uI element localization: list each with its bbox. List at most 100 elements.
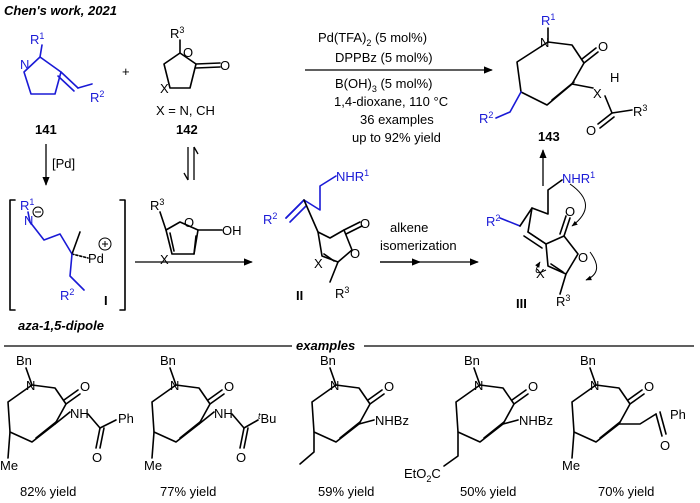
bn-ex5: Bn [580,353,596,368]
intermediate-number-I: I [104,293,108,308]
n-ex5: N [590,378,599,393]
n-atom-143: N [540,35,549,50]
example-3: Bn N O NHBz 59% yield [299,353,409,499]
negative-charge [32,206,44,218]
yield-ex5: 70% yield [598,484,654,499]
o-ex1: O [80,379,90,394]
n-ex2: N [170,378,179,393]
oh-group: OH [222,223,242,238]
tbu-ex2: tBu [258,411,276,426]
positive-charge [98,237,112,251]
equilibrium-arrows [183,146,199,181]
examples-count-text: 36 examples [360,112,434,127]
yield-ex3: 59% yield [318,484,374,499]
o-ring-III: O [578,250,588,265]
o2-atom-143: O [586,123,596,138]
example-1: Bn N O NH O Ph Me 82% yield [0,353,134,499]
o2-ex5: O [660,438,670,453]
n-anion: N [24,213,33,228]
me-ex1: Me [0,458,18,473]
compound-141: N R1 R2 141 [20,31,104,137]
o2-ex1: O [92,450,102,465]
o-enol-ring: O [184,215,194,230]
r1-label-I: R1 [20,197,34,213]
o-carbonyl-II: O [360,216,370,231]
n-atom: N [20,57,29,72]
catalyst-text: Pd(TFA)2 (5 mol%) [318,30,427,48]
r1-label: R1 [30,31,44,47]
pd-label: [Pd] [52,156,75,171]
nhbz-ex4: NHBz [519,413,553,428]
reaction-conditions: Pd(TFA)2 (5 mol%) DPPBz (5 mol%) B(OH)3 … [318,30,448,145]
r2-label-I: R2 [60,287,74,303]
o2-ex2: O [236,450,246,465]
o-carbonyl: O [220,58,230,73]
scheme-title: Chen's work, 2021 [4,3,117,18]
r2-label-II: R2 [263,211,277,227]
yield-ex4: 50% yield [460,484,516,499]
o-ring: O [183,45,193,60]
eto2c-ex4: EtO2C [404,466,441,484]
plus-sign: + [122,64,130,79]
o-carbonyl-III: O [565,204,575,219]
o-ex2: O [224,379,234,394]
me-ex5: Me [562,458,580,473]
bn-ex3: Bn [320,353,336,368]
x-atom: X [160,81,169,96]
bn-ex4: Bn [464,353,480,368]
nh-ex2: NH [214,406,233,421]
o-ring-II: O [350,246,360,261]
x-atom-143: X [593,86,602,101]
n-ex3: N [330,378,339,393]
ligand-text: DPPBz (5 mol%) [335,50,433,65]
bn-ex1: Bn [16,353,32,368]
example-2: Bn N O NH O tBu Me 77% yield [144,353,276,499]
r3-label-III: R3 [556,293,570,309]
intermediate-I: N R1 Pd R2 I aza-1,5-dipole [9,197,126,333]
o-atom-143: O [598,39,608,54]
compound-number-143: 143 [538,129,560,144]
o-ex3: O [384,379,394,394]
compound-142: O O X R3 X = N, CH 142 [156,25,230,137]
examples-heading: examples [296,338,355,353]
pd-atom: Pd [88,251,104,266]
ph-ex5: Ph [670,407,686,422]
solvent-temp-text: 1,4-dioxane, 110 °C [334,94,448,109]
r3-label-II: R3 [335,285,349,301]
x-definition: X = N, CH [156,103,215,118]
compound-number-142: 142 [176,122,198,137]
example-5: Bn N O Ph O Me 70% yield [562,353,686,499]
o-ex4: O [528,379,538,394]
yield-ex2: 77% yield [160,484,216,499]
intermediate-II: NHR1 R2 O O X R3 II [263,168,370,303]
isomerization-label-1: alkene [390,220,428,235]
dipole-label: aza-1,5-dipole [18,318,104,333]
me-ex2: Me [144,458,162,473]
x-enol: X [160,252,169,267]
intermediate-number-III: III [516,296,527,311]
intermediate-number-II: II [296,288,303,303]
nhr1-II: NHR1 [336,168,369,184]
ph-ex1: Ph [118,411,134,426]
intermediate-III: NHR1 R2 O O X R3 III [486,170,597,311]
compound-143: N O X H O R1 R2 R3 143 [479,12,647,144]
isomerization-label-2: isomerization [380,238,457,253]
nhr1-III: NHR1 [562,170,595,186]
r3-label-143: R3 [633,103,647,119]
r3-label: R3 [170,25,184,41]
r3-enol: R3 [150,197,164,213]
x-III: X [536,266,545,281]
compound-number-141: 141 [35,122,57,137]
example-4: Bn N O NHBz EtO2C 50% yield [404,353,553,499]
h-atom-143: H [610,70,619,85]
n-ex1: N [26,378,35,393]
r2-label-III: R2 [486,213,500,229]
enol-tautomer: O OH X R3 [150,197,242,267]
r1-label-143: R1 [541,12,555,28]
r2-label: R2 [90,89,104,105]
max-yield-text: up to 92% yield [352,130,441,145]
x-II: X [314,256,323,271]
acid-text: B(OH)3 (5 mol%) [335,76,432,94]
nhbz-ex3: NHBz [375,413,409,428]
